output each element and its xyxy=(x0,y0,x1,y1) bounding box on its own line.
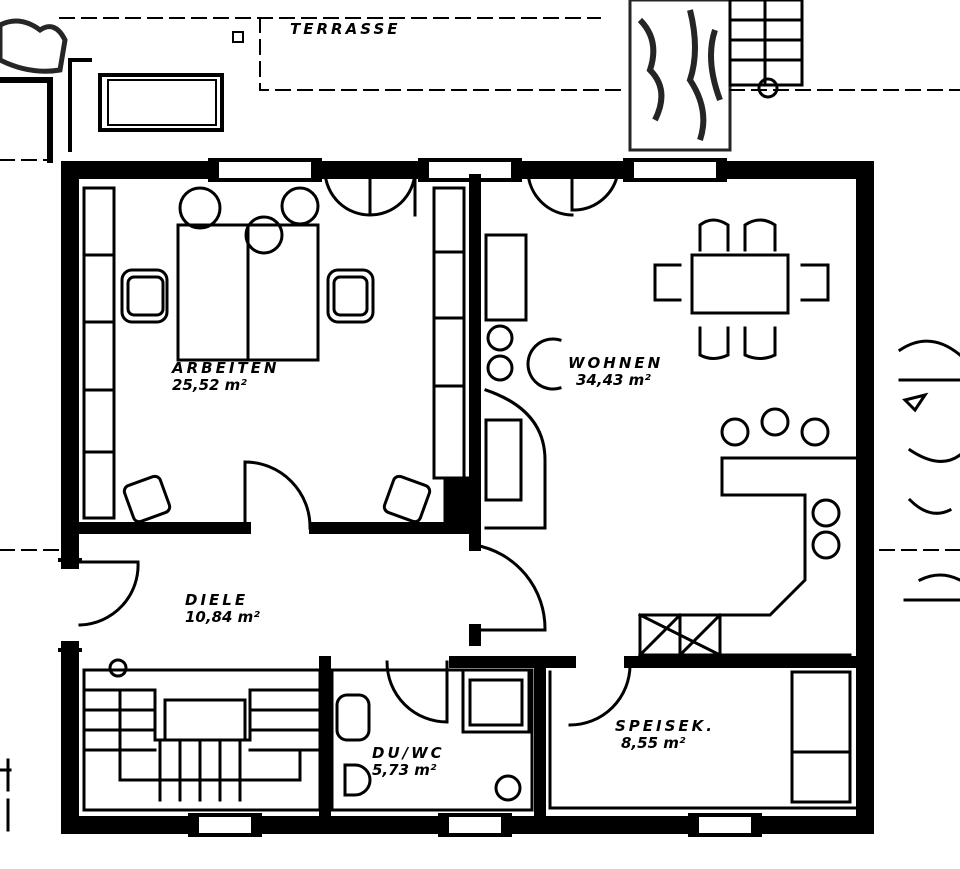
room-name: WOHNEN xyxy=(568,354,664,372)
room-name: DIELE xyxy=(185,591,249,609)
bathroom-fixtures xyxy=(330,668,534,812)
room-area: 8,55 m² xyxy=(621,733,686,752)
rubble-texture xyxy=(0,0,732,152)
terrace-outline xyxy=(0,17,960,551)
plants xyxy=(178,186,320,255)
room-terrasse: TERRASSE xyxy=(290,20,401,38)
room-area: 25,52 m² xyxy=(172,375,247,394)
room-name: ARBEITEN xyxy=(172,359,280,377)
room-speisek: SPEISEK.8,55 m² xyxy=(615,718,715,751)
shelves xyxy=(82,186,475,528)
living-furniture xyxy=(484,218,857,658)
room-name: DU/WC xyxy=(372,744,445,762)
terrace-bench xyxy=(98,73,224,132)
room-area: 10,84 m² xyxy=(185,607,260,626)
interior-walls xyxy=(74,174,861,821)
room-name: TERRASSE xyxy=(290,20,401,38)
doors xyxy=(78,170,632,727)
room-name: SPEISEK. xyxy=(615,717,715,735)
bed xyxy=(120,223,432,524)
outside-stairs xyxy=(728,0,804,99)
room-area: 34,43 m² xyxy=(576,370,651,389)
outer-walls xyxy=(61,161,874,834)
stairs xyxy=(82,658,322,812)
room-area: 5,73 m² xyxy=(372,760,437,779)
